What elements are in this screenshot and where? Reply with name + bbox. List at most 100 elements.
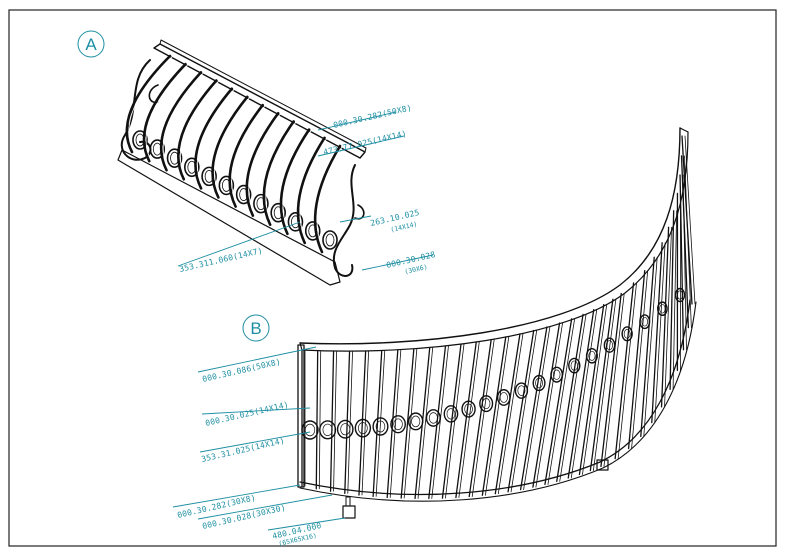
drawing-frame <box>8 9 777 547</box>
ring-b-inner <box>641 316 649 327</box>
view-b-curved-railing: B 000.30.086(50X8) 000.30.025(14X14) 353… <box>172 127 697 548</box>
ring-b <box>354 418 372 438</box>
ring-a <box>201 166 217 187</box>
baluster-b-edge <box>631 270 649 449</box>
ring-a <box>132 130 148 150</box>
baluster-a-highlight <box>197 89 235 189</box>
ring-b <box>479 395 494 413</box>
ring-b <box>657 301 668 317</box>
top-rail-end-right <box>679 127 689 133</box>
ring-b-inner <box>606 340 613 351</box>
baluster-a-highlight <box>299 138 327 244</box>
ring-a <box>235 184 252 205</box>
ring-b <box>639 314 651 330</box>
ring-b <box>336 419 354 439</box>
baluster-b <box>567 309 595 479</box>
baluster-b-edge <box>654 242 666 423</box>
baluster-b <box>651 242 663 424</box>
baluster-b-edge <box>417 347 434 499</box>
view-b-letter: B <box>250 319 261 338</box>
baluster-b-edge <box>617 282 637 460</box>
bottom-rail <box>117 149 341 286</box>
baluster-b-edge <box>484 336 510 496</box>
baluster-b-edge <box>497 333 524 495</box>
ring-b-inner <box>676 290 684 300</box>
baluster-b <box>681 135 693 305</box>
baluster-b <box>494 333 521 495</box>
view-b-marker-circle <box>242 314 270 342</box>
baluster-b <box>519 326 548 491</box>
ring-a <box>270 202 286 223</box>
baluster-a <box>125 54 172 154</box>
ring-b <box>514 382 529 399</box>
baluster-b-edge <box>318 351 322 490</box>
baluster-a <box>228 103 265 208</box>
baluster-b <box>679 174 685 351</box>
ring-b <box>496 389 511 406</box>
ring-b-inner <box>304 423 316 437</box>
ring-b-inner <box>552 369 561 380</box>
ring-b-inner <box>375 420 386 433</box>
ring-a <box>322 230 338 250</box>
base-post-left <box>345 496 351 507</box>
ring-b <box>568 357 581 374</box>
baluster-b <box>600 292 622 468</box>
leader-b4 <box>172 484 301 508</box>
baluster-b <box>455 341 477 499</box>
label-b1: 000.30.086(50X8) <box>201 357 281 384</box>
ring-b-inner <box>340 423 351 436</box>
ring-b-inner <box>499 392 508 403</box>
baluster-b-edge <box>672 210 678 390</box>
baluster-b-edge <box>403 348 418 499</box>
leader-a1 <box>317 111 397 131</box>
baluster-a-highlight <box>214 97 250 198</box>
ring-b <box>674 287 686 303</box>
ring-b-inner <box>570 360 578 371</box>
baluster-b-edge <box>389 349 402 498</box>
ring-b <box>301 420 319 440</box>
baluster-a <box>194 87 234 190</box>
bottom-rail-inner <box>299 301 697 502</box>
ring-b <box>603 337 616 353</box>
ring-b-inner <box>411 415 421 428</box>
ring-b-inner <box>535 377 543 389</box>
ring-a <box>184 157 200 178</box>
ring-b <box>532 374 546 392</box>
baluster-b-edge <box>510 330 538 493</box>
baluster-a-highlight <box>248 114 281 216</box>
baluster-b <box>386 349 399 499</box>
baluster-a-highlight <box>145 64 188 162</box>
ring-b-inner <box>393 418 403 431</box>
ring-a <box>166 148 183 168</box>
ring-b <box>372 417 389 436</box>
view-a-marker-circle <box>77 30 105 58</box>
baluster-b-edge <box>375 350 386 497</box>
ring-a <box>149 139 166 159</box>
baluster-a <box>159 71 203 172</box>
baluster-b <box>428 345 447 500</box>
label-a1: 000.30.282(50X8) <box>332 103 412 130</box>
ring-b-inner <box>428 412 438 424</box>
railing-b-drawing <box>297 127 697 519</box>
baluster-b <box>532 322 561 488</box>
baluster-b <box>680 155 690 329</box>
ring-b-inner <box>659 304 666 314</box>
ring-b-inner <box>322 423 333 436</box>
leader-a5 <box>361 254 434 271</box>
baluster-b-edge <box>664 226 672 408</box>
baluster-a-highlight <box>265 122 296 225</box>
ring-a <box>253 193 269 214</box>
top-rail-outer <box>299 127 681 345</box>
leader-a4 <box>177 221 301 267</box>
baluster-b <box>614 282 635 460</box>
baluster-b <box>344 351 351 494</box>
ring-a <box>304 221 321 241</box>
ring-b-inner <box>623 329 631 339</box>
baluster-b <box>315 350 319 490</box>
ring-b-inner <box>588 350 596 361</box>
ring-b <box>425 409 441 427</box>
baluster-a-highlight <box>282 130 312 234</box>
baluster-a <box>177 79 218 181</box>
ring-b <box>319 420 337 440</box>
